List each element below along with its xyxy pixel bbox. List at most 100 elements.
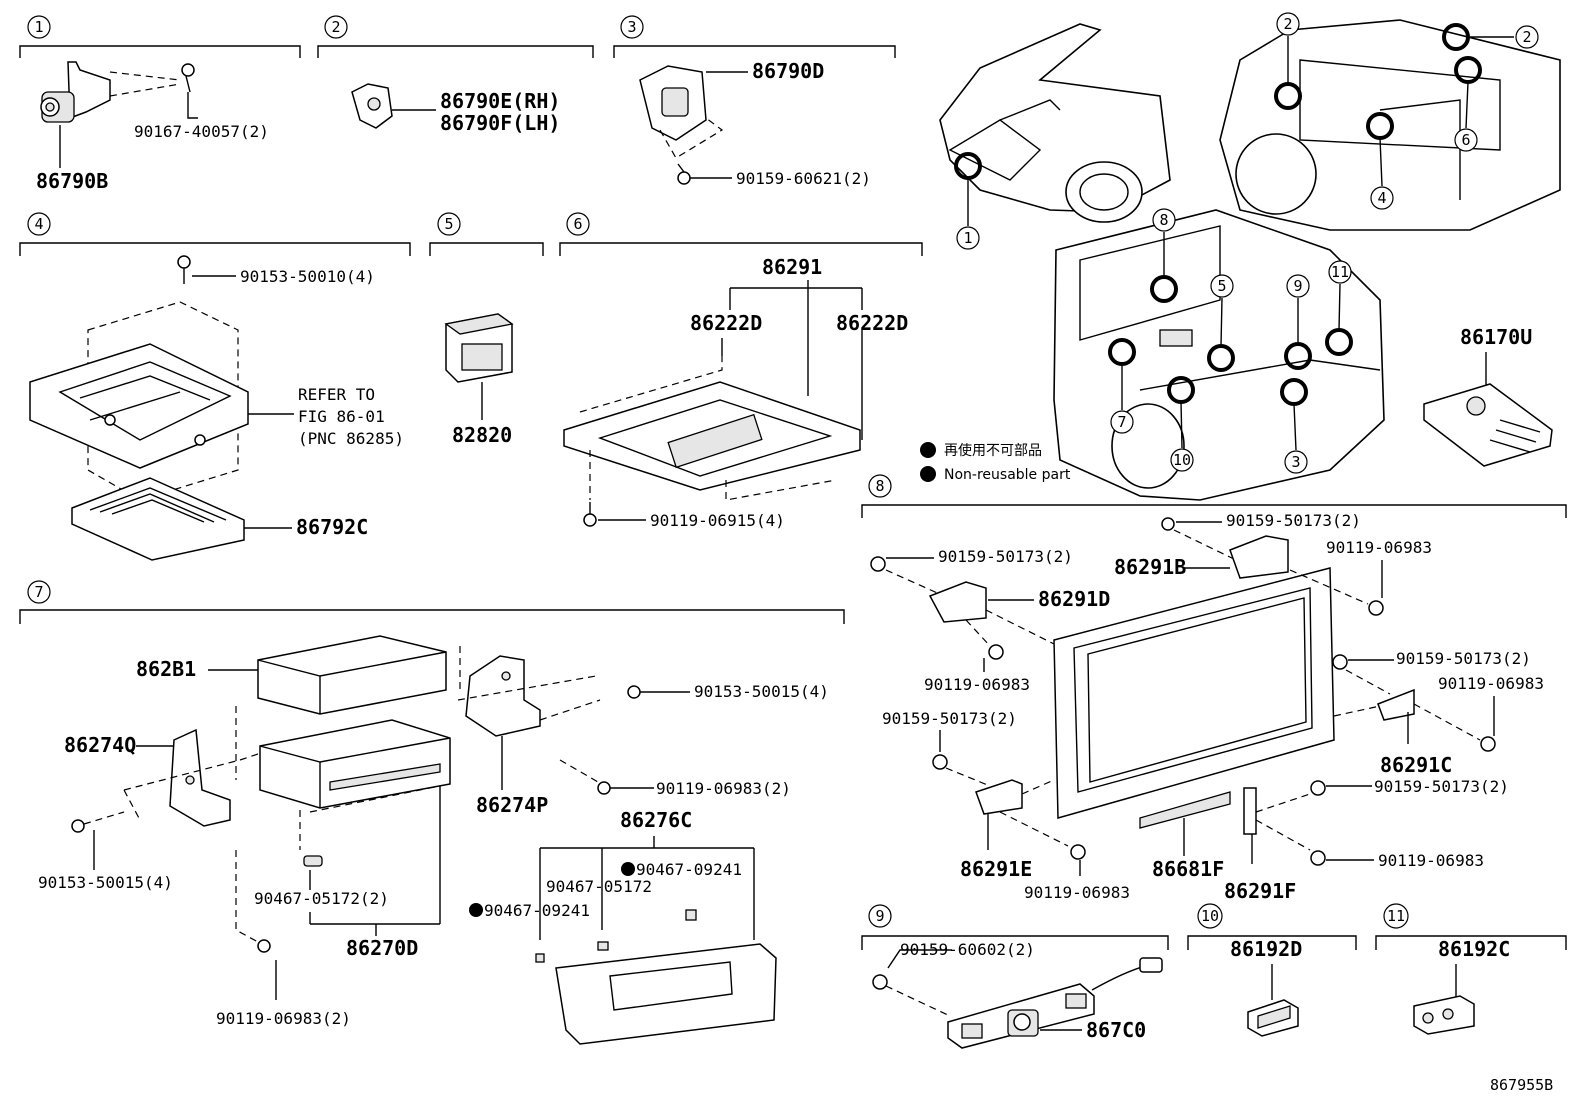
part-label: 86170U bbox=[1460, 325, 1532, 349]
screw-shape bbox=[1332, 654, 1394, 695]
part-label: 82820 bbox=[452, 423, 512, 447]
bracket-frame-shape bbox=[29, 301, 294, 501]
part-label: 86792C bbox=[296, 515, 368, 539]
svg-text:7: 7 bbox=[1117, 413, 1126, 431]
screw-shape bbox=[870, 556, 945, 597]
part-label: 90119-06983(2) bbox=[216, 1009, 351, 1028]
camera-86790D-shape bbox=[639, 65, 748, 185]
refer-line-3: (PNC 86285) bbox=[298, 429, 404, 448]
garnish-86276C-shape bbox=[535, 909, 777, 1045]
section-5-number: 5 bbox=[444, 215, 453, 233]
section-4: 4 90153-50010(4) REFER TO FIG 86-01 (PNC… bbox=[19, 212, 411, 561]
vehicle-callout: 7 bbox=[1110, 410, 1134, 434]
part-label: 90159-60621(2) bbox=[736, 169, 871, 188]
part-label: 86291D bbox=[1038, 587, 1110, 611]
vehicle-callout: 1 bbox=[956, 226, 980, 250]
screw-shape bbox=[1310, 780, 1372, 796]
part-label: 86192C bbox=[1438, 937, 1510, 961]
svg-text:8: 8 bbox=[1159, 211, 1168, 229]
part-label: 90119-06983 bbox=[924, 675, 1030, 694]
section-9-number: 9 bbox=[875, 907, 884, 925]
part-label: 86291F bbox=[1224, 879, 1296, 903]
part-label: 90119-06983 bbox=[1378, 851, 1484, 870]
part-label: 86790E(RH) bbox=[440, 89, 560, 113]
section-1-marker bbox=[27, 15, 51, 39]
part-label: 90467-09241 bbox=[484, 901, 590, 920]
screw-90167-shape bbox=[181, 63, 198, 119]
section-6: 6 86291 86222D 86222D 90119-06915(4) bbox=[559, 212, 923, 530]
camera-86790B-shape bbox=[40, 61, 181, 123]
screw-90153-50015-shape bbox=[627, 685, 690, 699]
part-label: 86790F(LH) bbox=[440, 111, 560, 135]
screw-90119-06915-shape bbox=[583, 502, 646, 527]
svg-text:10: 10 bbox=[1173, 451, 1191, 469]
legend: 再使用不可部品 Non-reusable part bbox=[920, 442, 1071, 483]
vehicle-callout: 3 bbox=[1284, 450, 1308, 474]
part-label: 90159-50173(2) bbox=[938, 547, 1073, 566]
remote-86170U: 86170U bbox=[1423, 325, 1553, 467]
vehicle-callout: 9 bbox=[1286, 274, 1310, 298]
section-5: 5 82820 bbox=[429, 212, 544, 447]
vehicle-callout: 8 bbox=[1152, 208, 1176, 232]
part-label: 86291E bbox=[960, 857, 1032, 881]
part-label: 90467-05172 bbox=[546, 877, 652, 896]
section-1: 1 90167-40057(2) 86790B bbox=[19, 15, 301, 193]
part-label: 86222D bbox=[836, 311, 908, 335]
non-reusable-dot bbox=[621, 862, 635, 876]
part-label: 90467-05172(2) bbox=[254, 889, 389, 908]
part-label: 90167-40057(2) bbox=[134, 122, 269, 141]
clip-90467-05172-shape bbox=[303, 855, 323, 890]
vehicle-callout: 4 bbox=[1370, 186, 1394, 210]
part-label: 86270D bbox=[346, 936, 418, 960]
refer-line-2: FIG 86-01 bbox=[298, 407, 385, 426]
vehicle-callout: 2 bbox=[1515, 25, 1539, 49]
section-11: 11 86192C bbox=[1375, 903, 1567, 1035]
bracket-86291-shape bbox=[563, 330, 863, 501]
part-label: 86291B bbox=[1114, 555, 1186, 579]
vehicle-callout: 6 bbox=[1454, 128, 1478, 152]
part-label: 86274P bbox=[476, 793, 548, 817]
screw-90153-50010-shape bbox=[177, 255, 236, 284]
screw-90119-06983-b-shape bbox=[235, 850, 277, 1000]
part-label: 90119-06983 bbox=[1326, 538, 1432, 557]
part-label: 862B1 bbox=[136, 657, 196, 681]
svg-text:3: 3 bbox=[1291, 453, 1300, 471]
legend-jp: 再使用不可部品 bbox=[944, 442, 1042, 459]
part-label: 90153-50015(4) bbox=[694, 682, 829, 701]
bracket-86274Q-shape bbox=[123, 728, 301, 827]
part-label: 90119-06915(4) bbox=[650, 511, 785, 530]
camera-867C0-shape bbox=[885, 957, 1163, 1049]
part-label: 90119-06983 bbox=[1438, 674, 1544, 693]
section-3: 3 86790D 90159-60621(2) bbox=[613, 15, 896, 188]
vehicle-callout: 10 bbox=[1170, 448, 1194, 472]
vehicle-views: 1 2 2 6 4 8 5 9 11 7 10 3 bbox=[939, 12, 1561, 501]
svg-text:9: 9 bbox=[1293, 277, 1302, 295]
part-label: 86790B bbox=[36, 169, 108, 193]
svg-text:4: 4 bbox=[1377, 189, 1386, 207]
figure-code: 867955B bbox=[1490, 1076, 1553, 1094]
part-label: 86790D bbox=[752, 59, 824, 83]
part-label: 86222D bbox=[690, 311, 762, 335]
section-1-number: 1 bbox=[34, 18, 43, 36]
part-label: 90159-50173(2) bbox=[1396, 649, 1531, 668]
screw-90119-06983-a-shape bbox=[559, 759, 654, 795]
display-86681F-shape bbox=[1053, 567, 1335, 856]
module-86792C-shape bbox=[71, 477, 292, 561]
part-label: 90159-50173(2) bbox=[1226, 511, 1361, 530]
section-8: 8 86681F 90159-50173(2) 86291B 90119-069… bbox=[861, 474, 1567, 903]
section-9: 9 90159-60602(2) 867C0 bbox=[861, 904, 1169, 1049]
non-reusable-dot bbox=[469, 903, 483, 917]
switch-82820-shape bbox=[444, 313, 514, 420]
svg-text:1: 1 bbox=[963, 229, 972, 247]
unit-86270D-shape bbox=[259, 719, 451, 850]
part-label: 90159-50173(2) bbox=[882, 709, 1017, 728]
part-label: 86681F bbox=[1152, 857, 1224, 881]
part-label: 90153-50015(4) bbox=[38, 873, 173, 892]
part-label: 90159-60602(2) bbox=[900, 940, 1035, 959]
vehicle-callout: 5 bbox=[1210, 274, 1234, 298]
section-10: 10 86192D bbox=[1187, 903, 1357, 1037]
section-2: 2 86790E(RH) 86790F(LH) bbox=[317, 15, 594, 135]
part-label: 86291 bbox=[762, 255, 822, 279]
svg-text:2: 2 bbox=[1283, 15, 1292, 33]
